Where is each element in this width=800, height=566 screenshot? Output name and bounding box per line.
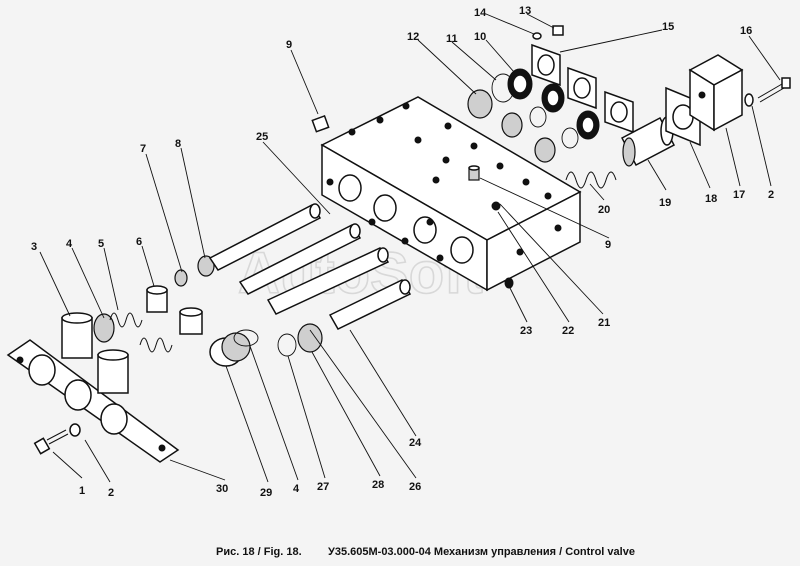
callout-18: 18 bbox=[705, 193, 717, 205]
spool-2 bbox=[238, 223, 362, 295]
nut-9 bbox=[311, 115, 330, 133]
callout-28: 28 bbox=[372, 479, 384, 491]
callout-1: 1 bbox=[79, 485, 85, 497]
cap-3 bbox=[61, 312, 93, 359]
washer-14 bbox=[532, 32, 542, 40]
disc-26 bbox=[297, 323, 323, 353]
callout-2: 2 bbox=[108, 487, 114, 499]
callout-20: 20 bbox=[598, 204, 610, 216]
seal-10c bbox=[576, 110, 600, 140]
ring-4-front bbox=[233, 329, 259, 347]
bushing-lower bbox=[179, 307, 203, 335]
callout-3: 3 bbox=[31, 241, 37, 253]
seal-10 bbox=[507, 68, 533, 100]
callout-22: 22 bbox=[562, 325, 574, 337]
callout-4: 4 bbox=[66, 238, 73, 250]
callout-12: 12 bbox=[407, 31, 419, 43]
callout-13: 13 bbox=[519, 5, 531, 17]
ring-8 bbox=[197, 255, 215, 277]
cap-29 bbox=[209, 332, 251, 367]
callout-5: 5 bbox=[98, 238, 104, 250]
callout-19: 19 bbox=[659, 197, 671, 209]
ring-27 bbox=[277, 333, 297, 357]
bolt-16 bbox=[757, 77, 791, 103]
callout-24: 24 bbox=[409, 437, 422, 449]
callout-25: 25 bbox=[256, 131, 268, 143]
spring-lower bbox=[139, 337, 173, 353]
callout-21: 21 bbox=[598, 317, 610, 329]
callout-8: 8 bbox=[175, 138, 181, 150]
callout-9: 9 bbox=[286, 39, 292, 51]
figure-label: Рис. 18 / Fig. 18. bbox=[216, 546, 302, 558]
washer bbox=[69, 423, 81, 437]
callout-11: 11 bbox=[446, 33, 458, 45]
callout-17: 17 bbox=[733, 189, 745, 201]
spring-5 bbox=[109, 312, 143, 328]
callout-23: 23 bbox=[520, 325, 532, 337]
cap-lower bbox=[97, 349, 129, 394]
callout-7: 7 bbox=[140, 143, 146, 155]
spool-3 bbox=[266, 247, 390, 315]
figure-title: У35.605М-03.000-04 Механизм управления /… bbox=[328, 546, 635, 558]
bolt-13 bbox=[552, 25, 564, 36]
callout-27: 27 bbox=[317, 481, 329, 493]
ring-11c bbox=[561, 127, 579, 149]
spool-1 bbox=[208, 203, 322, 271]
callout-2-right: 2 bbox=[768, 189, 774, 201]
plug-23 bbox=[504, 277, 514, 289]
valve-body bbox=[320, 96, 582, 292]
callout-4-front: 4 bbox=[293, 483, 300, 495]
callout-30: 30 bbox=[216, 483, 228, 495]
callout-9-right: 9 bbox=[605, 239, 611, 251]
callout-26: 26 bbox=[409, 481, 421, 493]
seal-12 bbox=[467, 89, 493, 119]
ring-11b bbox=[529, 106, 547, 128]
seal-12c bbox=[534, 137, 556, 163]
callout-16: 16 bbox=[740, 25, 752, 37]
callout-29: 29 bbox=[260, 487, 272, 499]
callout-numbers: 1 2 3 4 5 6 7 8 9 25 30 29 4 27 28 26 24… bbox=[31, 5, 774, 499]
ring-7 bbox=[174, 269, 188, 287]
washer-right bbox=[744, 93, 754, 107]
seal-10b bbox=[541, 83, 565, 113]
leader-lines bbox=[39, 13, 781, 483]
callout-6: 6 bbox=[136, 236, 142, 248]
seal-12b bbox=[501, 112, 523, 138]
callout-15: 15 bbox=[662, 21, 674, 33]
callout-10: 10 bbox=[474, 31, 486, 43]
spring-20 bbox=[565, 171, 617, 189]
callout-14: 14 bbox=[474, 7, 487, 19]
figure-caption: Рис. 18 / Fig. 18. У35.605М-03.000-04 Ме… bbox=[216, 546, 635, 558]
cover-17 bbox=[688, 54, 744, 132]
spool-4 bbox=[328, 279, 412, 330]
gasket-15 bbox=[531, 43, 634, 134]
o-ring-4 bbox=[93, 313, 115, 343]
cover-plate bbox=[6, 339, 180, 463]
bolt bbox=[33, 429, 69, 455]
bushing-6 bbox=[146, 285, 168, 313]
